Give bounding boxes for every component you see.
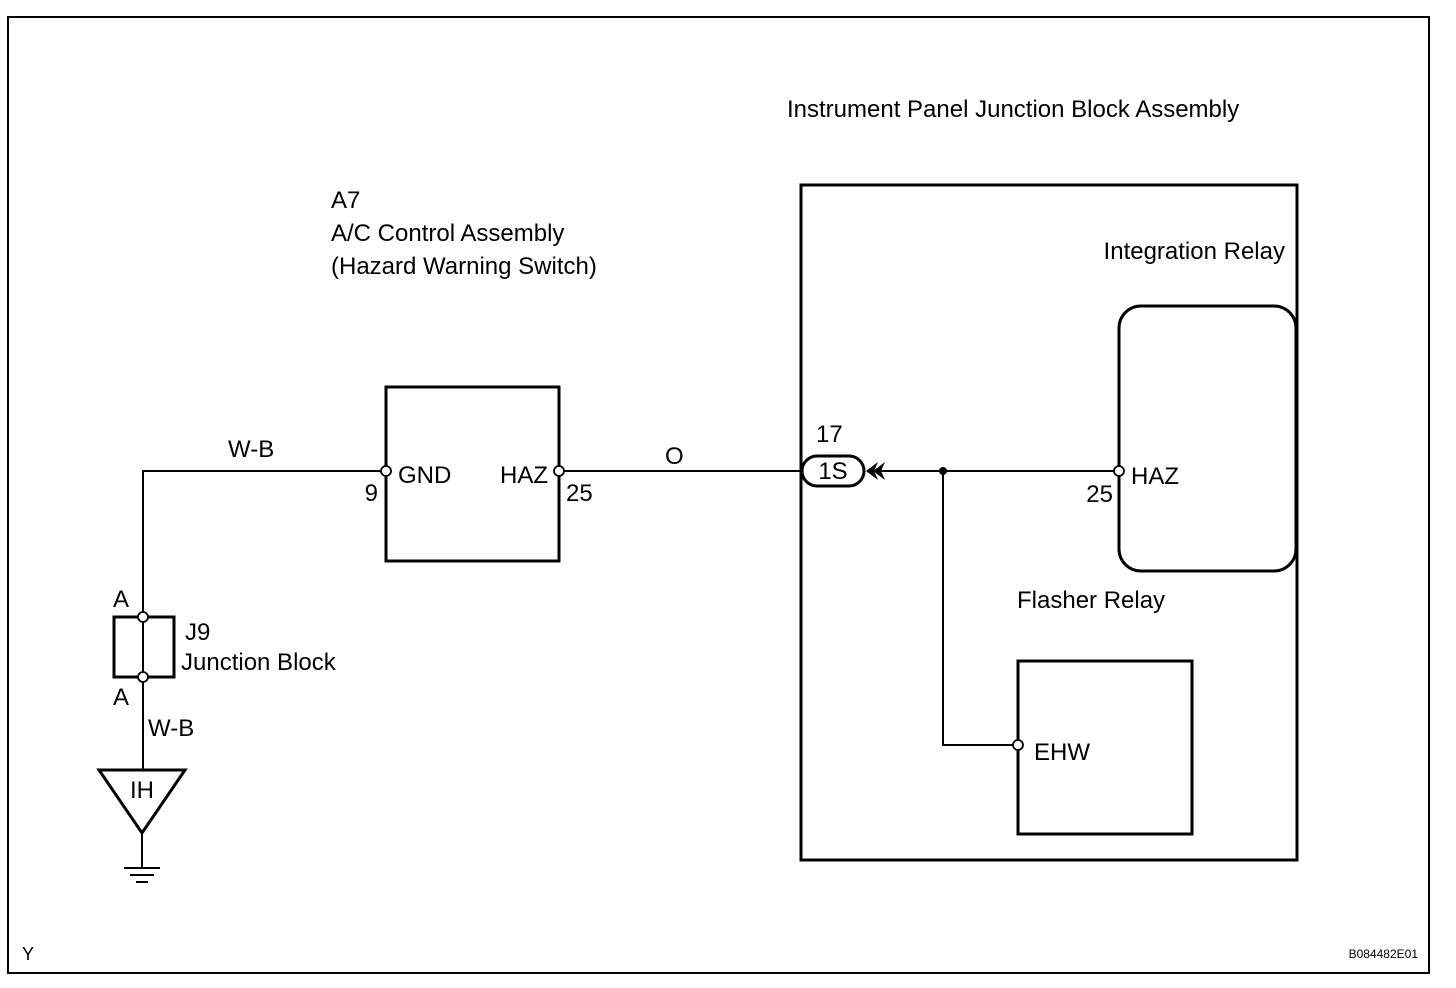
junction-block-bottom-pin: A — [113, 684, 129, 711]
ac-haz-pin-label: HAZ — [500, 462, 548, 489]
ac-haz-terminal — [553, 465, 565, 477]
integration-relay-pin-label: HAZ — [1131, 463, 1179, 490]
integration-relay-box — [1117, 304, 1298, 573]
flasher-relay-terminal — [1012, 739, 1024, 751]
panel-title: Instrument Panel Junction Block Assembly — [787, 96, 1239, 123]
flasher-relay-pin-label: EHW — [1034, 739, 1090, 766]
ground-icon — [124, 867, 160, 883]
junction-block-code: J9 — [185, 619, 210, 646]
wire-internal-ehw — [942, 471, 1018, 746]
ac-control-code: A7 — [331, 187, 360, 214]
junction-block-name: Junction Block — [181, 649, 337, 676]
connector-arrow-icon-2 — [873, 462, 885, 480]
junction-block-top-terminal — [137, 611, 149, 623]
wire-wb-lower-label: W-B — [148, 715, 194, 742]
wire-wb-upper-label: W-B — [228, 436, 274, 463]
ac-haz-pin-number: 25 — [566, 480, 593, 507]
ac-control-name: A/C Control Assembly — [331, 220, 564, 247]
ac-gnd-pin-label: GND — [398, 462, 451, 489]
ac-gnd-terminal — [380, 465, 392, 477]
connector-code: 1S — [818, 458, 847, 485]
footer-figure-id: B084482E01 — [1349, 947, 1419, 961]
junction-block-top-pin: A — [113, 586, 129, 613]
splice-point — [939, 467, 947, 475]
ac-control-subname: (Hazard Warning Switch) — [331, 253, 597, 280]
junction-block-bottom-terminal — [137, 671, 149, 683]
ground-point-symbol — [96, 768, 188, 836]
integration-relay-terminal — [1113, 465, 1125, 477]
integration-relay-pin-number: 25 — [1086, 481, 1113, 508]
connector-arrow-icon — [866, 462, 878, 480]
integration-relay-label: Integration Relay — [1104, 238, 1285, 265]
flasher-relay-label: Flasher Relay — [1017, 587, 1165, 614]
ground-point-code: IH — [130, 777, 154, 804]
footer-left-code: Y — [22, 944, 34, 964]
connector-pin-number: 17 — [816, 421, 843, 448]
ac-gnd-pin-number: 9 — [365, 480, 378, 507]
wire-o-label: O — [665, 443, 684, 470]
connector-body — [800, 454, 866, 488]
diagram-frame — [7, 16, 1430, 974]
wire-wb-upper — [142, 470, 386, 617]
